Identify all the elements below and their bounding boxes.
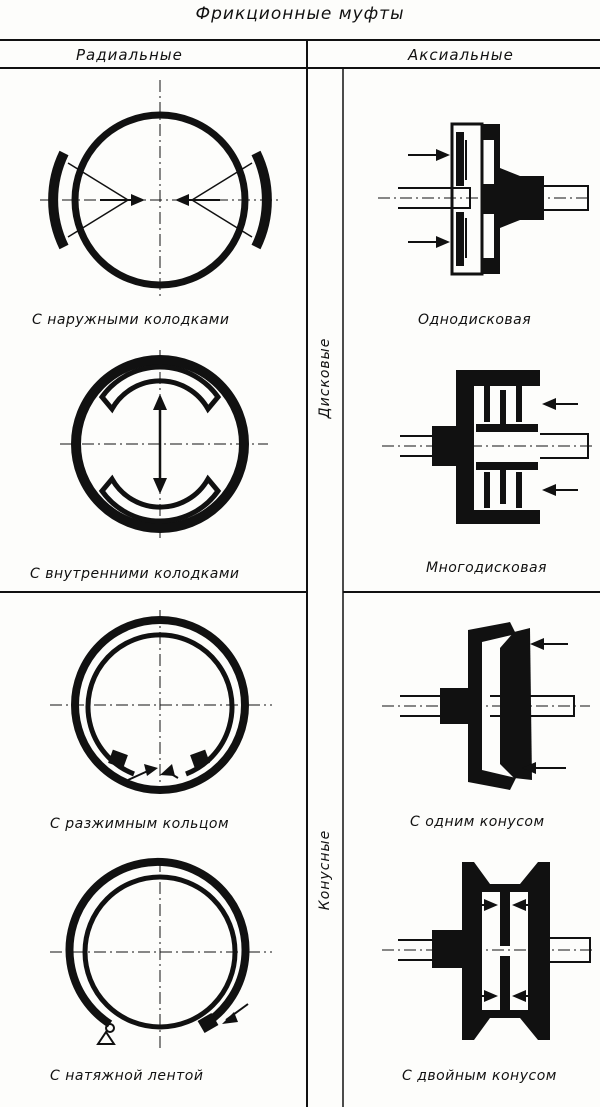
caption-single-cone: С одним конусом — [410, 814, 545, 830]
caption-expanding-ring: С разжимным кольцом — [50, 816, 230, 832]
disc-group-label: Дисковые — [317, 337, 333, 419]
axial-column-header: Аксиальные — [408, 46, 514, 64]
caption-tension-band: С натяжной лентой — [50, 1068, 204, 1084]
cone-group-label: Конусные — [317, 829, 333, 911]
caption-outer-shoes: С наружными колодками — [32, 312, 230, 328]
caption-multi-disc: Многодисковая — [426, 560, 547, 576]
caption-inner-shoes: С внутренними колодками — [30, 566, 240, 582]
radial-column-header: Радиальные — [76, 46, 183, 64]
caption-double-cone: С двойным конусом — [402, 1068, 557, 1084]
diagram-title: Фрикционные муфты — [195, 4, 405, 24]
caption-single-disc: Однодисковая — [418, 312, 532, 328]
